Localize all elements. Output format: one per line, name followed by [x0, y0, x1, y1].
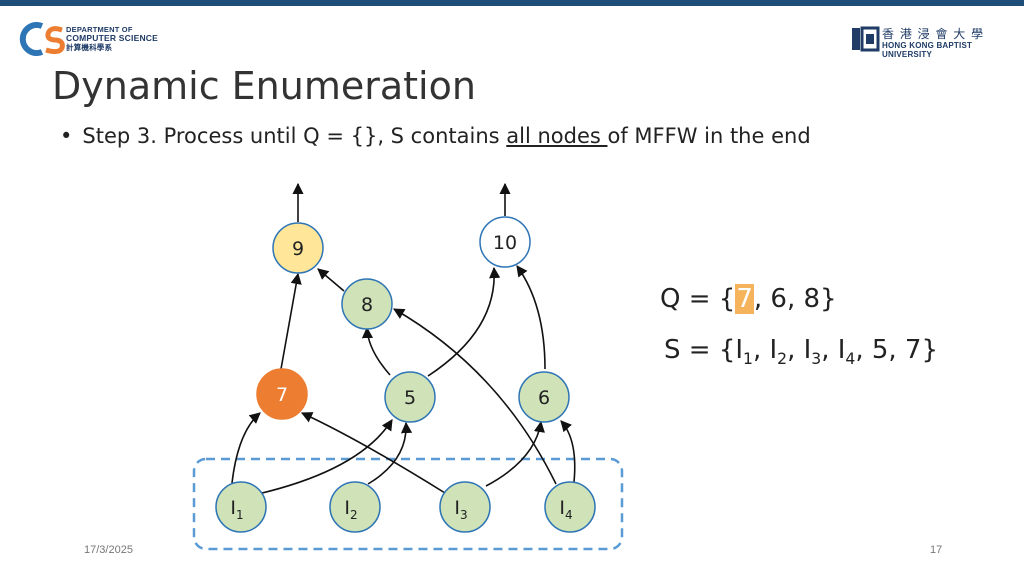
- bullet-prefix: Step 3. Process until Q = {}, S contains: [82, 124, 507, 148]
- s-sub2: 2: [777, 350, 788, 369]
- node-I4: I4: [544, 481, 596, 533]
- s-mid2: , I: [787, 335, 812, 365]
- edge-5-8: [361, 326, 391, 376]
- queue-q-line: Q = {7, 6, 8}: [660, 284, 837, 314]
- svg-text:I2: I2: [344, 497, 357, 522]
- node-10-label: 10: [493, 232, 517, 254]
- node-I3-sub: 3: [460, 508, 468, 522]
- node-I2-sub: 2: [350, 508, 358, 522]
- edge-I4-6: [560, 420, 576, 483]
- edge-8-9: [317, 268, 345, 292]
- university-name-cn: 香 港 浸 會 大 學: [882, 27, 985, 41]
- slide-title: Dynamic Enumeration: [52, 64, 476, 108]
- node-I3-label: I: [454, 497, 460, 519]
- bullet-suffix: of MFFW in the end: [607, 124, 811, 148]
- edge-I1-5: [257, 419, 393, 495]
- node-5-label: 5: [404, 387, 416, 409]
- edge-I3-6: [485, 420, 545, 487]
- edge-I2-5: [367, 421, 413, 485]
- node-I1-label: I: [230, 497, 236, 519]
- footer-page-number: 17: [930, 544, 943, 556]
- edge-I4-8: [393, 308, 557, 485]
- node-I1-sub: 1: [236, 508, 244, 522]
- edge-6-10: [516, 265, 546, 370]
- svg-text:I1: I1: [230, 497, 243, 522]
- svg-text:I4: I4: [559, 497, 572, 522]
- node-I4-label: I: [559, 497, 565, 519]
- node-I1: I1: [215, 481, 267, 533]
- edge-I1-7: [231, 412, 261, 484]
- edge-7-9: [280, 272, 302, 370]
- university-name-en: HONG KONG BAPTIST UNIVERSITY: [882, 41, 973, 59]
- node-I4-sub: 4: [565, 508, 573, 522]
- q-rest: , 6, 8}: [753, 284, 837, 314]
- s-sub1: 1: [743, 350, 753, 369]
- cs-department-text: DEPARTMENT OF COMPUTER SCIENCE 計算機科學系: [66, 25, 158, 52]
- q-prefix: Q = {: [660, 284, 736, 314]
- edge-5-10: [427, 266, 501, 377]
- edge-I3-7: [300, 412, 446, 494]
- node-9-label: 9: [292, 238, 304, 260]
- node-8: 8: [341, 278, 393, 330]
- node-6: 6: [518, 371, 570, 423]
- svg-text:I3: I3: [454, 497, 467, 522]
- dept-cn: 計算機科學系: [66, 43, 113, 52]
- s-mid1: , I: [752, 335, 778, 365]
- hkbu-logo-icon: [852, 26, 880, 52]
- node-I3: I3: [439, 481, 491, 533]
- node-I2: I2: [329, 481, 381, 533]
- s-sub4: 4: [845, 350, 856, 369]
- node-5: 5: [384, 371, 436, 423]
- node-7: 7: [256, 368, 308, 420]
- node-8-label: 8: [361, 294, 373, 316]
- s-rest: , 5, 7}: [855, 335, 939, 365]
- node-10: 10: [479, 216, 531, 268]
- node-6-label: 6: [538, 387, 550, 409]
- q-highlight: 7: [735, 284, 754, 314]
- s-mid3: , I: [821, 335, 846, 365]
- cs-department-logo-icon: [19, 22, 65, 56]
- dept-line1: DEPARTMENT OF: [66, 25, 133, 34]
- bullet-step3: • Step 3. Process until Q = {}, S contain…: [60, 124, 811, 148]
- node-9: 9: [272, 222, 324, 274]
- s-prefix: S = {I: [664, 335, 744, 365]
- footer-date: 17/3/2025: [84, 544, 133, 556]
- dept-line2: COMPUTER SCIENCE: [66, 33, 158, 43]
- top-accent-bar: [0, 0, 1024, 6]
- node-7-label: 7: [276, 384, 288, 406]
- s-sub3: 3: [811, 350, 822, 369]
- node-I2-label: I: [344, 497, 350, 519]
- input-nodes-dashed-box: [192, 457, 624, 551]
- bullet-underlined: all nodes: [506, 124, 608, 148]
- set-s-line: S = {I1, I2, I3, I4, 5, 7}: [664, 335, 938, 368]
- bullet-dot: •: [60, 124, 73, 148]
